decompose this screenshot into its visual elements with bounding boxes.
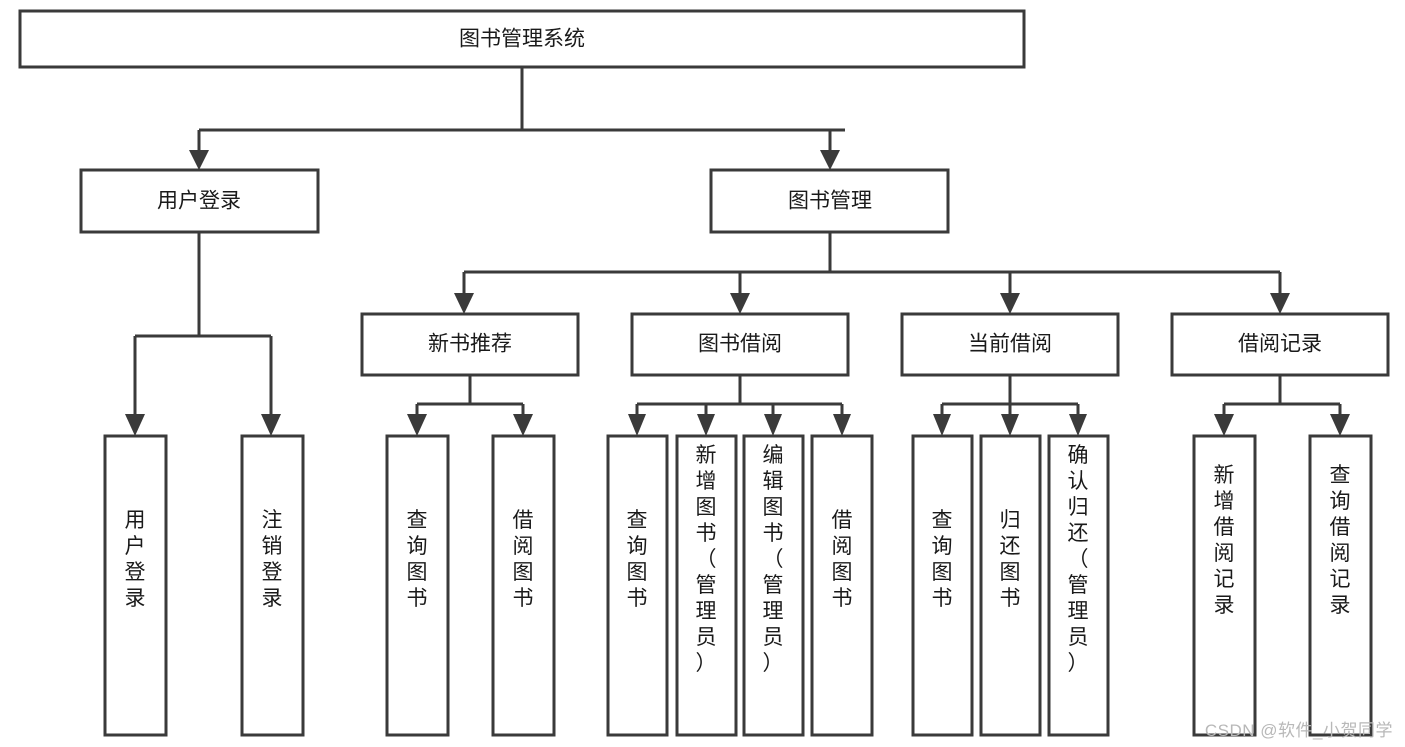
node-leaf-add-record-label: 新增借阅记录 xyxy=(1214,464,1235,617)
node-leaf-user-login-box[interactable] xyxy=(103,434,168,737)
connectors-user-login-to-leaves xyxy=(125,232,281,436)
arrowhead-leaf-edit-book xyxy=(764,414,782,436)
arrowhead-leaf-logout-login xyxy=(261,414,281,436)
node-borrow-record[interactable]: 借阅记录 xyxy=(1170,312,1390,377)
node-leaf-query-book-2[interactable]: 查询图书 xyxy=(606,434,669,737)
node-book-management[interactable]: 图书管理 xyxy=(709,168,950,234)
node-leaf-borrow-book-2-box[interactable] xyxy=(810,434,874,737)
arrowhead-user-login xyxy=(189,150,209,170)
node-root-box[interactable] xyxy=(18,9,1026,69)
node-leaf-logout-login-box[interactable] xyxy=(240,434,305,737)
node-current-borrow-label: 当前借阅 xyxy=(968,333,1052,356)
node-leaf-query-record[interactable]: 查询借阅记录 xyxy=(1308,434,1373,737)
node-leaf-user-login[interactable]: 用户登录 xyxy=(103,434,168,737)
node-leaf-add-book[interactable]: 新增图书（管理员） xyxy=(675,434,738,737)
node-leaf-query-book-1[interactable]: 查询图书 xyxy=(385,434,450,737)
arrowhead-leaf-return-book xyxy=(1001,414,1019,436)
node-leaf-add-book-box[interactable] xyxy=(675,434,738,737)
arrowhead-leaf-borrow-book-2 xyxy=(833,414,851,436)
node-leaf-edit-book[interactable]: 编辑图书（管理员） xyxy=(742,434,805,737)
arrowhead-leaf-user-login xyxy=(125,414,145,436)
node-leaf-logout-login[interactable]: 注销登录 xyxy=(240,434,305,737)
node-leaf-edit-book-box[interactable] xyxy=(742,434,805,737)
node-user-login-box[interactable] xyxy=(79,168,320,234)
connectors-borrow-record-to-leaves xyxy=(1214,375,1350,436)
node-leaf-query-book-2-label: 查询图书 xyxy=(627,509,648,610)
arrowhead-borrow-record xyxy=(1270,293,1290,314)
node-leaf-add-book-label: 新增图书（管理员） xyxy=(696,444,717,675)
node-leaf-borrow-book-2-label: 借阅图书 xyxy=(832,509,853,610)
node-leaf-add-record-box[interactable] xyxy=(1192,434,1257,737)
arrowhead-book-borrow xyxy=(730,293,750,314)
arrowhead-leaf-query-book-1 xyxy=(407,414,427,436)
node-leaf-borrow-book-1[interactable]: 借阅图书 xyxy=(491,434,556,737)
node-current-borrow[interactable]: 当前借阅 xyxy=(900,312,1120,377)
arrowhead-leaf-borrow-book-1 xyxy=(513,414,533,436)
arrowhead-leaf-add-record xyxy=(1214,414,1234,436)
arrowhead-leaf-add-book xyxy=(697,414,715,436)
arrowhead-leaf-query-book-2 xyxy=(628,414,646,436)
arrowhead-leaf-query-book-3 xyxy=(933,414,951,436)
node-root-book-management-system[interactable]: 图书管理系统 xyxy=(18,9,1026,69)
arrowhead-leaf-query-record xyxy=(1330,414,1350,436)
csdn-watermark: CSDN @软件_小贺同学 xyxy=(1204,721,1393,740)
node-new-book-recommend[interactable]: 新书推荐 xyxy=(360,312,580,377)
node-leaf-return-book-label: 归还图书 xyxy=(1000,509,1021,610)
node-leaf-edit-book-label: 编辑图书（管理员） xyxy=(763,444,784,675)
node-root-label: 图书管理系统 xyxy=(459,28,585,51)
connectors-root-to-level2 xyxy=(189,67,845,170)
node-leaf-query-book-2-box[interactable] xyxy=(606,434,669,737)
node-new-book-recommend-box[interactable] xyxy=(360,312,580,377)
node-leaf-borrow-book-2[interactable]: 借阅图书 xyxy=(810,434,874,737)
connectors-new-book-recommend-to-leaves xyxy=(407,375,533,436)
node-leaf-query-book-3-label: 查询图书 xyxy=(932,509,953,610)
node-user-login-label: 用户登录 xyxy=(157,190,241,213)
connectors-book-management-to-level3 xyxy=(454,232,1290,314)
node-leaf-return-book-box[interactable] xyxy=(979,434,1042,737)
arrowhead-leaf-confirm-return xyxy=(1069,414,1087,436)
connectors-current-borrow-to-leaves xyxy=(933,375,1087,436)
arrowhead-book-management xyxy=(820,150,840,170)
node-leaf-query-record-box[interactable] xyxy=(1308,434,1373,737)
arrowhead-current-borrow xyxy=(1000,293,1020,314)
arrowhead-new-book-recommend xyxy=(454,293,474,314)
node-leaf-query-record-label: 查询借阅记录 xyxy=(1330,464,1351,617)
node-borrow-record-box[interactable] xyxy=(1170,312,1390,377)
node-leaf-user-login-label: 用户登录 xyxy=(125,509,146,610)
node-leaf-query-book-1-box[interactable] xyxy=(385,434,450,737)
node-leaf-query-book-3-box[interactable] xyxy=(911,434,974,737)
node-new-book-recommend-label: 新书推荐 xyxy=(428,333,512,356)
node-book-management-label: 图书管理 xyxy=(788,190,872,213)
node-book-borrow[interactable]: 图书借阅 xyxy=(630,312,850,377)
node-leaf-confirm-return-box[interactable] xyxy=(1047,434,1110,737)
connectors-book-borrow-to-leaves xyxy=(628,375,851,436)
node-leaf-query-book-1-label: 查询图书 xyxy=(407,509,428,610)
node-leaf-return-book[interactable]: 归还图书 xyxy=(979,434,1042,737)
node-leaf-borrow-book-1-label: 借阅图书 xyxy=(513,509,534,610)
node-leaf-add-record[interactable]: 新增借阅记录 xyxy=(1192,434,1257,737)
node-book-management-box[interactable] xyxy=(709,168,950,234)
node-current-borrow-box[interactable] xyxy=(900,312,1120,377)
node-book-borrow-box[interactable] xyxy=(630,312,850,377)
node-book-borrow-label: 图书借阅 xyxy=(698,333,782,356)
node-leaf-logout-login-label: 注销登录 xyxy=(262,509,283,610)
node-leaf-confirm-return[interactable]: 确认归还（管理员） xyxy=(1047,434,1110,737)
node-leaf-confirm-return-label: 确认归还（管理员） xyxy=(1068,444,1089,675)
node-leaf-query-book-3[interactable]: 查询图书 xyxy=(911,434,974,737)
node-user-login[interactable]: 用户登录 xyxy=(79,168,320,234)
node-borrow-record-label: 借阅记录 xyxy=(1238,333,1322,356)
node-leaf-borrow-book-1-box[interactable] xyxy=(491,434,556,737)
